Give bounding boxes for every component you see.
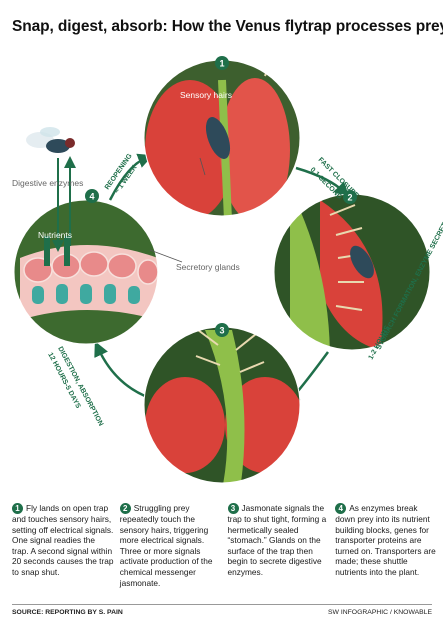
digestive-enzymes-label: Digestive enzymes xyxy=(12,178,83,188)
gland-cells-scene xyxy=(14,200,158,344)
fly-icon xyxy=(205,117,231,159)
cycle-arrows xyxy=(94,153,350,406)
sensory-hairs-label: Sensory hairs xyxy=(180,90,232,100)
nutrient-arrows xyxy=(52,156,76,252)
footer-divider xyxy=(12,604,432,605)
page-title: Snap, digest, absorb: How the Venus flyt… xyxy=(12,18,443,35)
glands-leader xyxy=(199,157,206,176)
step-marker-3: 3 xyxy=(215,323,229,337)
secretory-glands-label: Secretory glands xyxy=(176,262,240,272)
step-marker-4: 4 xyxy=(85,189,99,203)
svg-text:3: 3 xyxy=(219,326,224,336)
flytrap-diagram: 1 2 3 4 Sensory hairs Nutrients Digestiv… xyxy=(12,56,443,484)
svg-text:2: 2 xyxy=(347,193,352,203)
step-marker-2: 2 xyxy=(343,190,357,204)
nutrients-label: Nutrients xyxy=(38,230,72,240)
open-trap-scene xyxy=(144,60,300,216)
closed-trap-scene xyxy=(274,194,430,350)
source-note: SOURCE: REPORTING BY S. PAIN xyxy=(12,609,123,616)
sealed-trap-scene xyxy=(144,327,300,483)
svg-text:1: 1 xyxy=(219,59,224,69)
svg-text:4: 4 xyxy=(89,192,94,202)
fly-icon xyxy=(26,127,75,153)
step-marker-1: 1 xyxy=(215,56,229,70)
credit-note: SW INFOGRAPHIC / KNOWABLE xyxy=(328,609,432,616)
